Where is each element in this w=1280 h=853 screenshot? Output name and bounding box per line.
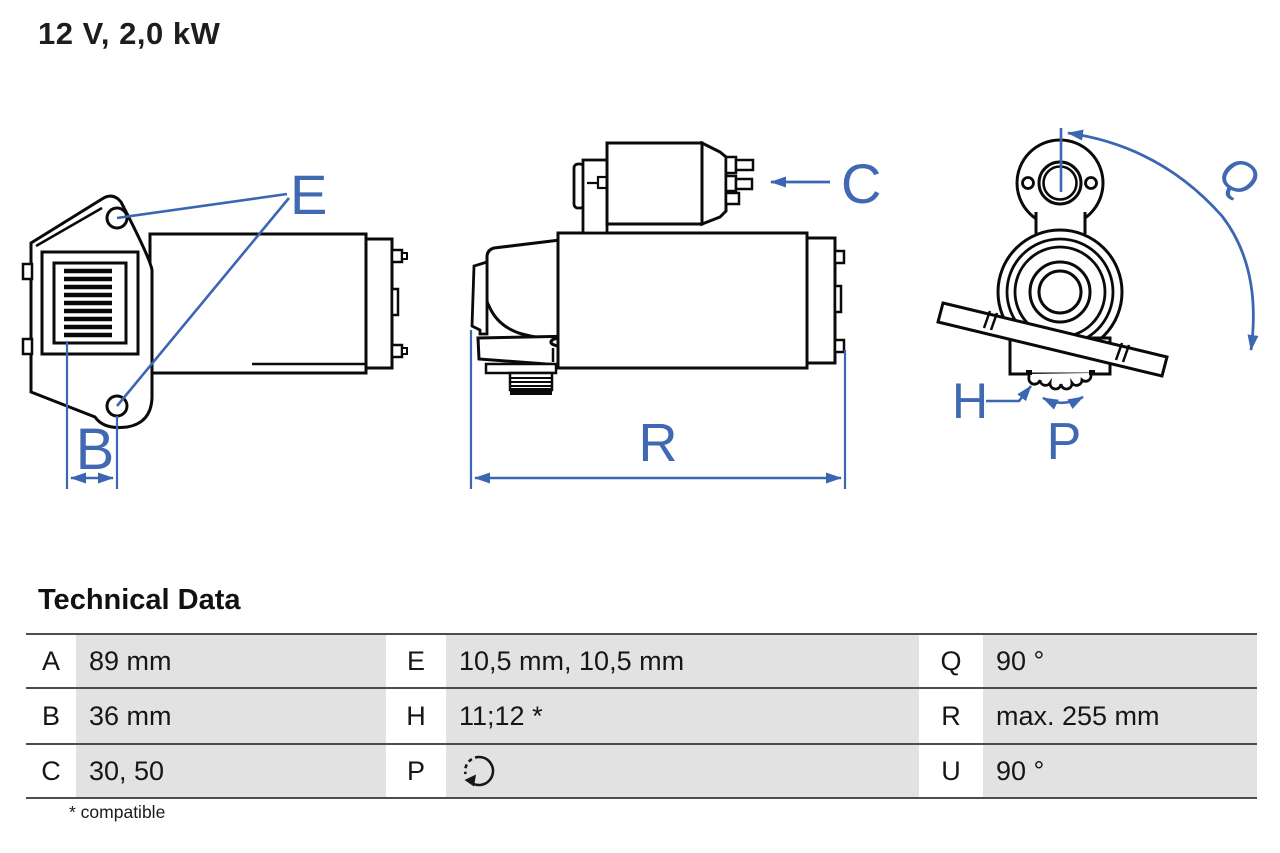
counterclockwise-rotation-icon xyxy=(463,755,495,787)
table-row: C 30, 50 P U 90 ° xyxy=(26,743,1257,797)
dim-label-h: H xyxy=(952,373,988,429)
dim-label-e: E xyxy=(290,163,327,226)
footnote: * compatible xyxy=(69,802,166,822)
spec-key-b: B xyxy=(26,689,76,743)
spec-key-e: E xyxy=(386,635,446,687)
spec-value-u: 90 ° xyxy=(983,745,1257,797)
dim-label-r: R xyxy=(639,413,678,473)
spec-value-b: 36 mm xyxy=(76,689,386,743)
dimension-h: H xyxy=(952,373,1033,429)
side-view: C R xyxy=(469,140,881,489)
table-row: B 36 mm H 11;12 * R max. 255 mm xyxy=(26,687,1257,743)
spec-value-r: max. 255 mm xyxy=(983,689,1257,743)
starter-motor-drawing: E B xyxy=(21,128,1269,489)
spec-key-p: P xyxy=(386,745,446,797)
spec-value-e: 10,5 mm, 10,5 mm xyxy=(446,635,919,687)
dimension-p: P xyxy=(1042,395,1084,471)
dimension-b: B xyxy=(65,341,119,489)
front-flange-view: E B xyxy=(21,163,408,489)
page-title: 12 V, 2,0 kW xyxy=(38,16,221,51)
pinion-gear xyxy=(1026,370,1095,391)
technical-data-heading: Technical Data xyxy=(38,584,241,616)
vent-grille xyxy=(40,250,140,356)
technical-data-table: A 89 mm E 10,5 mm, 10,5 mm Q 90 ° B 36 m… xyxy=(26,633,1257,799)
spec-value-q: 90 ° xyxy=(983,635,1257,687)
dimension-c: C xyxy=(770,152,881,215)
spec-key-c: C xyxy=(26,745,76,797)
spec-key-q: Q xyxy=(919,635,983,687)
solenoid xyxy=(572,140,755,235)
spec-value-h: 11;12 * xyxy=(446,689,919,743)
spec-key-a: A xyxy=(26,635,76,687)
dim-label-p: P xyxy=(1047,413,1082,471)
spec-value-a: 89 mm xyxy=(76,635,386,687)
spec-key-u: U xyxy=(919,745,983,797)
dimension-r: R xyxy=(469,330,847,489)
table-row: A 89 mm E 10,5 mm, 10,5 mm Q 90 ° xyxy=(26,635,1257,687)
dimension-e: E xyxy=(115,163,327,407)
drive-end-view: Q H P xyxy=(936,128,1269,471)
spec-value-c: 30, 50 xyxy=(76,745,386,797)
dim-label-c: C xyxy=(841,152,881,215)
dim-label-b: B xyxy=(76,417,115,482)
spec-key-r: R xyxy=(919,689,983,743)
spec-value-p xyxy=(446,745,919,797)
drive-housing xyxy=(485,238,562,342)
dim-label-q: Q xyxy=(1210,145,1269,208)
spec-key-h: H xyxy=(386,689,446,743)
